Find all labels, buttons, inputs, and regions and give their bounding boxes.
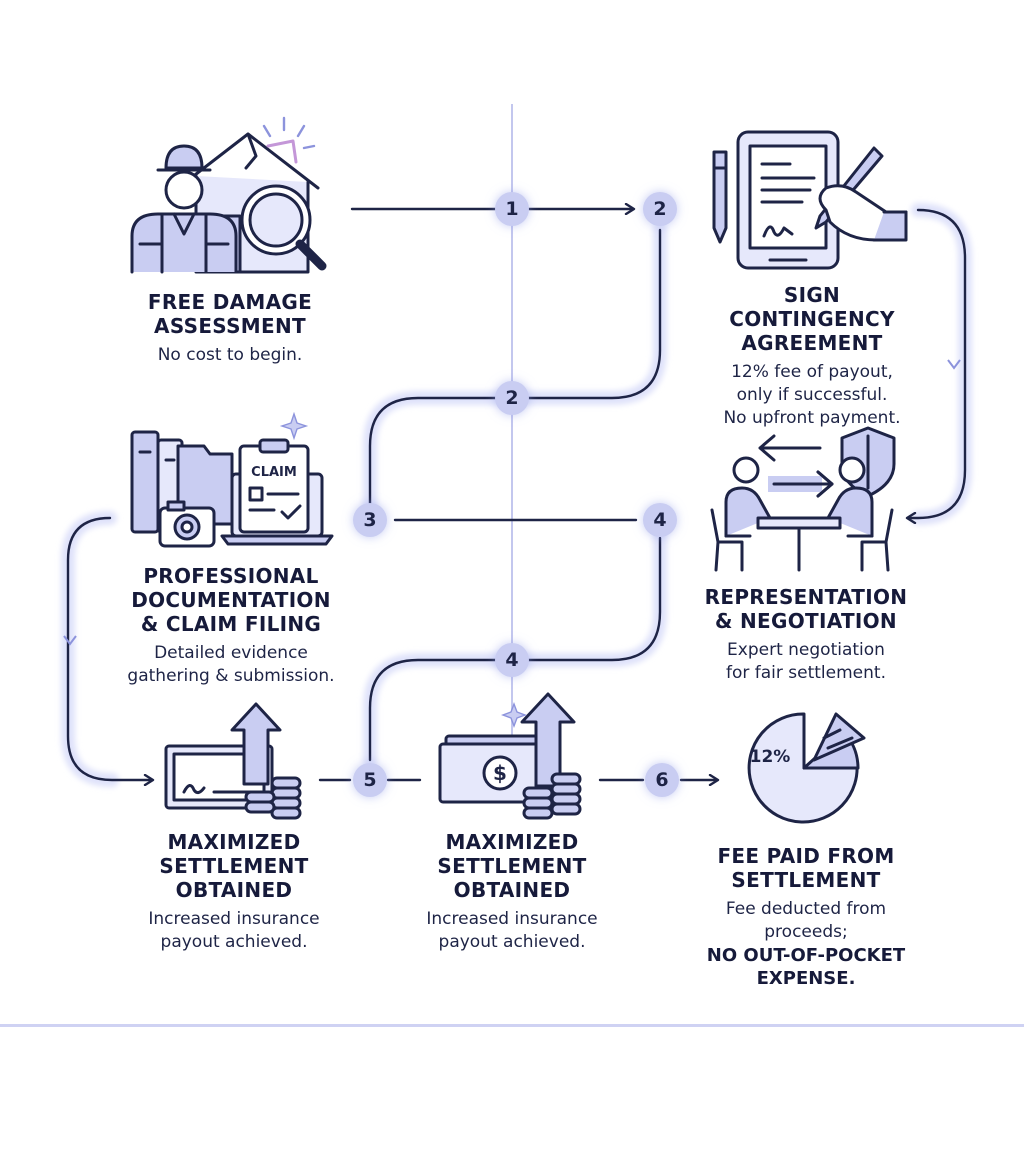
sparkle-icon [501, 702, 527, 728]
side-chevron-right [947, 359, 961, 370]
check-coins-arrow-icon [164, 702, 302, 820]
binders-camera-claim-laptop-icon: CLAIM [130, 412, 334, 548]
pie-chart-icon: 12% [747, 712, 866, 824]
step-free-damage-assessment: FREE DAMAGE ASSESSMENT No cost to begin. [148, 290, 312, 367]
step-badge-2-top: 2 [643, 192, 677, 226]
step-description: Fee deducted from proceeds; [725, 899, 887, 942]
step-description: Increased insurance payout achieved. [426, 909, 598, 952]
step-badge-4-right: 4 [643, 503, 677, 537]
svg-text:$: $ [493, 761, 507, 785]
footer-divider [0, 1024, 1024, 1027]
step-representation-negotiation: REPRESENTATION & NEGOTIATION Expert nego… [705, 585, 908, 685]
step-badge-4-middle: 4 [495, 643, 529, 677]
step-fee-paid-from-settlement: FEE PAID FROM SETTLEMENT Fee deducted fr… [697, 844, 915, 990]
step-badge-5: 5 [353, 763, 387, 797]
step-title: MAXIMIZED SETTLEMENT OBTAINED [159, 830, 309, 902]
connector-agreement-to-negotiation [908, 208, 967, 518]
step-title: SIGN CONTINGENCY AGREEMENT [729, 283, 895, 355]
step-title: FEE PAID FROM SETTLEMENT [717, 844, 895, 892]
negotiation-table-shield-icon [710, 426, 896, 572]
step-title: REPRESENTATION & NEGOTIATION [704, 585, 908, 633]
inspector-house-magnifier-icon [130, 116, 327, 274]
step-title: MAXIMIZED SETTLEMENT OBTAINED [437, 830, 587, 902]
step-sign-contingency-agreement: SIGN CONTINGENCY AGREEMENT 12% fee of pa… [706, 283, 918, 430]
cash-coins-arrow-icon: $ [438, 692, 582, 820]
step-professional-documentation: PROFESSIONAL DOCUMENTATION & CLAIM FILIN… [127, 564, 334, 688]
tablet-pen-signature-icon [712, 130, 908, 270]
step-description: Expert negotiation for fair settlement. [725, 640, 886, 683]
step-badge-6: 6 [645, 763, 679, 797]
connector-documentation-to-settlement [66, 516, 152, 780]
claim-label: CLAIM [251, 465, 297, 480]
step-badge-1: 1 [495, 192, 529, 226]
step-badge-2-middle: 2 [495, 381, 529, 415]
step-description: 12% fee of payout, only if successful. N… [723, 362, 901, 428]
step-description: Detailed evidence gathering & submission… [127, 643, 335, 686]
step-title: PROFESSIONAL DOCUMENTATION & CLAIM FILIN… [131, 564, 331, 636]
side-chevron-left [63, 635, 77, 646]
step-maximized-settlement-b: MAXIMIZED SETTLEMENT OBTAINED Increased … [426, 830, 597, 954]
step-description: Increased insurance payout achieved. [148, 909, 320, 952]
step-emphasis: NO OUT-OF-POCKET EXPENSE. [706, 945, 906, 989]
step-maximized-settlement-a: MAXIMIZED SETTLEMENT OBTAINED Increased … [148, 830, 319, 954]
pie-label: 12% [750, 747, 791, 767]
connector-2-to-3 [368, 228, 662, 507]
step-badge-3: 3 [353, 503, 387, 537]
sparkle-icon [279, 412, 309, 441]
step-description: No cost to begin. [157, 345, 303, 365]
step-title: FREE DAMAGE ASSESSMENT [147, 290, 313, 338]
